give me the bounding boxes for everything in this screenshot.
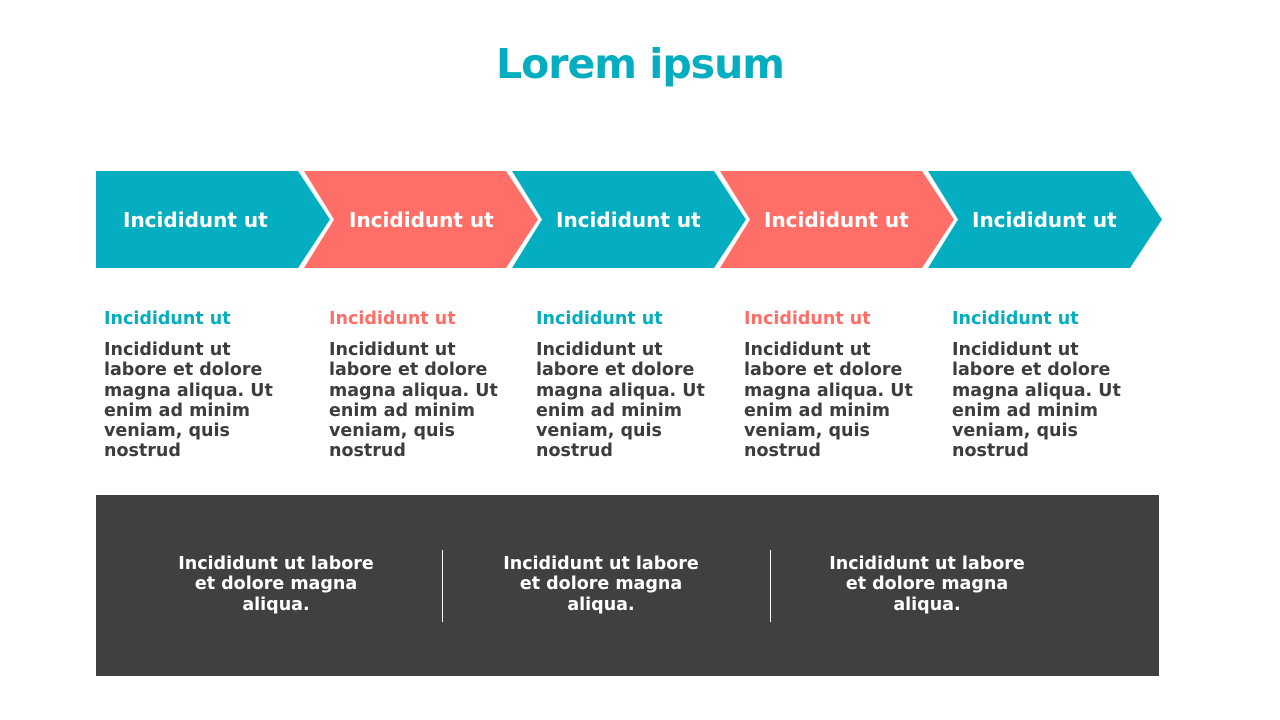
chevron-fill [720, 171, 954, 268]
chevron-shape [96, 171, 330, 268]
step-description: Incididunt ut labore et dolore magna ali… [329, 340, 498, 462]
chevron-step-5: Incididunt ut [928, 171, 1162, 268]
step-column-2: Incididunt ut Incididunt ut labore et do… [329, 308, 529, 462]
footer-divider [442, 550, 443, 622]
chevron-fill [512, 171, 746, 268]
footer-divider [770, 550, 771, 622]
summary-footer: Incididunt ut labore et dolore magna ali… [96, 495, 1159, 676]
chevron-shape [304, 171, 538, 268]
step-column-5: Incididunt ut Incididunt ut labore et do… [952, 308, 1152, 462]
footer-text-3: Incididunt ut labore et dolore magna ali… [829, 554, 1025, 615]
step-description: Incididunt ut labore et dolore magna ali… [536, 340, 705, 462]
chevron-shape [720, 171, 954, 268]
step-column-1: Incididunt ut Incididunt ut labore et do… [104, 308, 304, 462]
step-column-3: Incididunt ut Incididunt ut labore et do… [536, 308, 736, 462]
page-title: Lorem ipsum [495, 40, 785, 88]
chevron-step-4: Incididunt ut [720, 171, 954, 268]
step-column-4: Incididunt ut Incididunt ut labore et do… [744, 308, 944, 462]
footer-text-1: Incididunt ut labore et dolore magna ali… [178, 554, 374, 615]
chevron-shape [512, 171, 746, 268]
chevron-fill [304, 171, 538, 268]
step-heading: Incididunt ut [329, 309, 456, 329]
chevron-label: Incididunt ut [556, 207, 701, 232]
chevron-step-3: Incididunt ut [512, 171, 746, 268]
process-chevrons: Incididunt ut Incididunt ut Incididunt u… [96, 171, 1162, 268]
chevron-shape [928, 171, 1162, 268]
chevron-label: Incididunt ut [764, 207, 909, 232]
chevron-fill [928, 171, 1162, 268]
step-description: Incididunt ut labore et dolore magna ali… [952, 340, 1121, 462]
footer-text-2: Incididunt ut labore et dolore magna ali… [503, 554, 699, 615]
chevron-label: Incididunt ut [349, 207, 494, 232]
step-description: Incididunt ut labore et dolore magna ali… [744, 340, 913, 462]
chevron-step-1: Incididunt ut [96, 171, 330, 268]
chevron-fill [96, 171, 330, 268]
step-heading: Incididunt ut [104, 309, 231, 329]
chevron-step-2: Incididunt ut [304, 171, 538, 268]
chevron-label: Incididunt ut [972, 207, 1117, 232]
chevron-label: Incididunt ut [123, 207, 268, 232]
step-heading: Incididunt ut [952, 309, 1079, 329]
step-description: Incididunt ut labore et dolore magna ali… [104, 340, 273, 462]
step-heading: Incididunt ut [536, 309, 663, 329]
step-heading: Incididunt ut [744, 309, 871, 329]
